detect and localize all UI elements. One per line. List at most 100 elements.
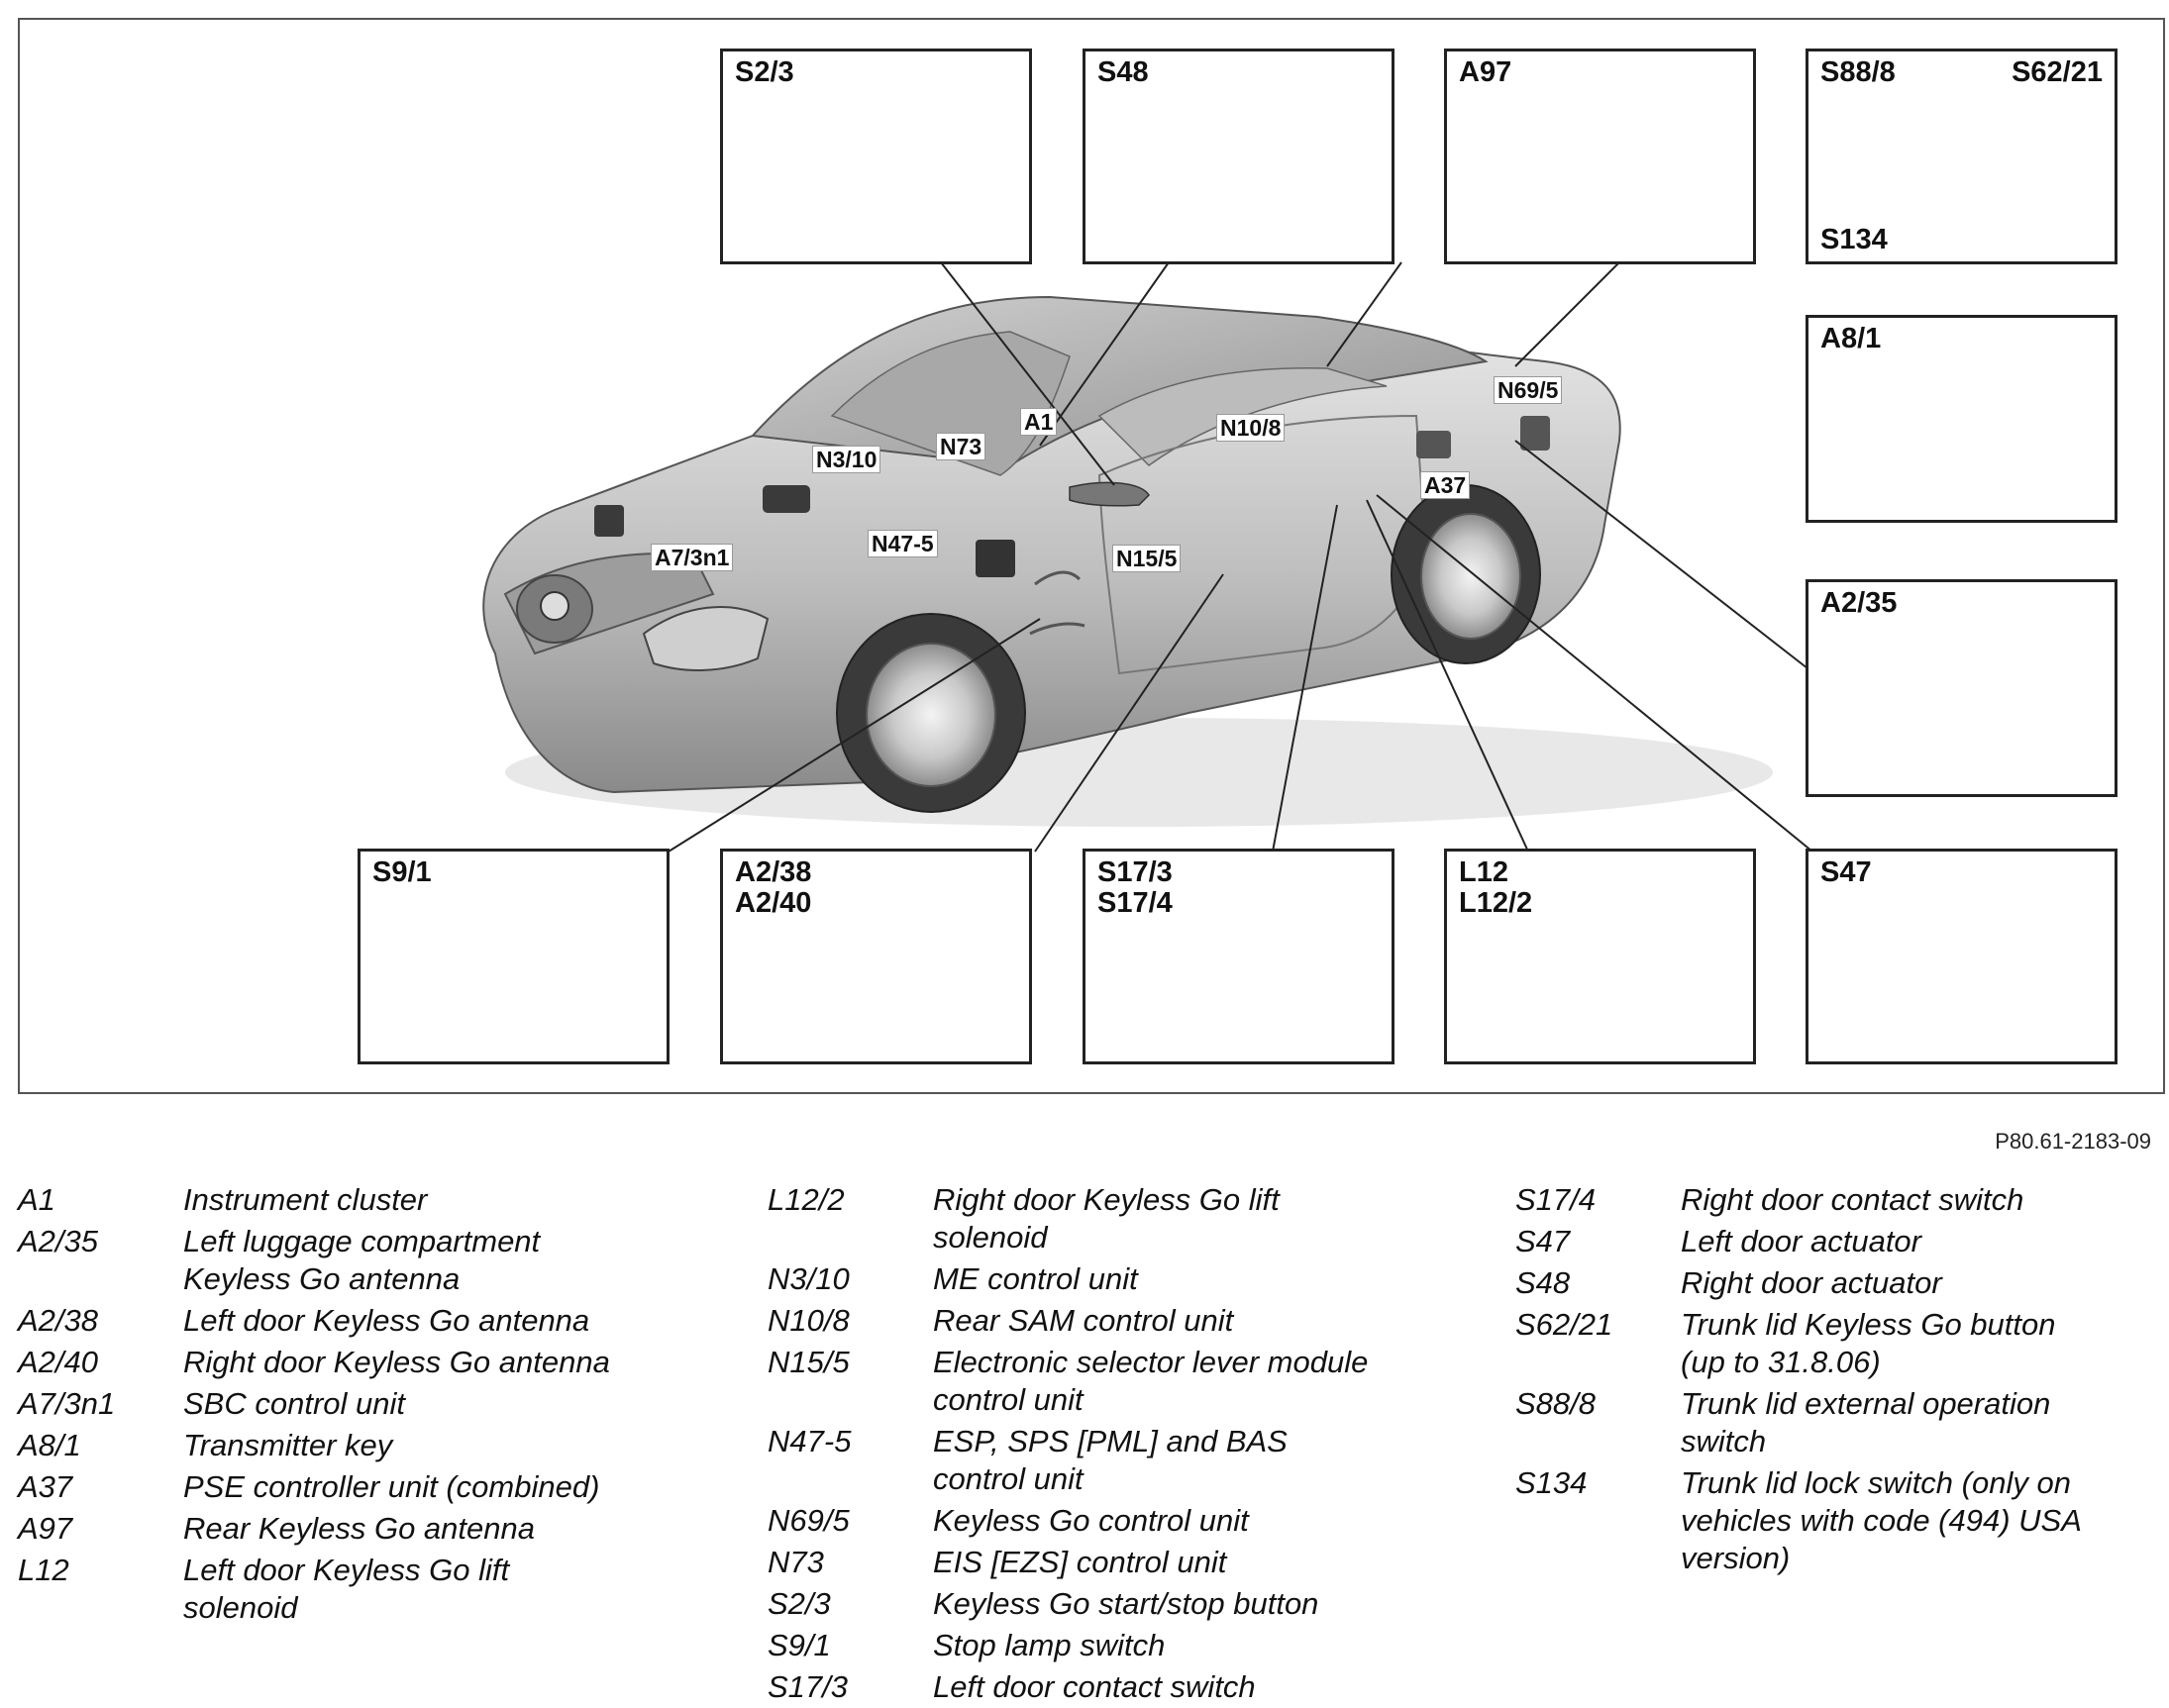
tag-a1: A1 [1020, 408, 1058, 436]
legend-row: N69/5 Keyless Go control unit [768, 1502, 1500, 1540]
legend-code: A2/35 [18, 1224, 99, 1258]
legend-row: N47-5 ESP, SPS [PML] and BAS control unit [768, 1423, 1500, 1498]
legend-code: S47 [1515, 1224, 1571, 1258]
component-box-a97: A97 [1444, 49, 1756, 264]
component-label: S2/3 [735, 56, 794, 88]
legend-code: S134 [1515, 1465, 1588, 1500]
component-label: S9/1 [372, 856, 432, 888]
component-label: S134 [1820, 224, 1888, 255]
legend-row: L12/2 Right door Keyless Go lift solenoid [768, 1181, 1500, 1256]
tag-a37: A37 [1420, 471, 1471, 499]
legend-row: N10/8 Rear SAM control unit [768, 1302, 1500, 1340]
tag-n69-5: N69/5 [1494, 376, 1563, 404]
legend-row: S2/3 Keyless Go start/stop button [768, 1585, 1500, 1623]
legend-code: A37 [18, 1469, 73, 1504]
legend-description: Keyless Go start/stop button [933, 1586, 1319, 1621]
component-label: S47 [1820, 856, 1872, 888]
legend-description: Electronic selector lever module control… [933, 1345, 1369, 1417]
legend-description: Left door contact switch [933, 1669, 1256, 1704]
legend-description: Right door Keyless Go antenna [183, 1345, 610, 1379]
legend-row: A2/40 Right door Keyless Go antenna [18, 1344, 731, 1381]
legend-code: A8/1 [18, 1428, 81, 1462]
legend-description: Trunk lid lock switch (only on vehicles … [1681, 1465, 2082, 1575]
legend-description: Left door Keyless Go lift solenoid [183, 1553, 510, 1625]
legend-code: N10/8 [768, 1303, 850, 1338]
legend-code: S17/3 [768, 1669, 849, 1704]
tag-n10-8: N10/8 [1216, 414, 1286, 442]
legend-description: Keyless Go control unit [933, 1503, 1249, 1538]
legend-row: S47 Left door actuator [1515, 1223, 2159, 1260]
legend-row: S88/8 Trunk lid external operation switch [1515, 1385, 2159, 1460]
component-label: A97 [1459, 56, 1512, 88]
legend-code: N69/5 [768, 1503, 850, 1538]
legend-description: Stop lamp switch [933, 1628, 1166, 1662]
legend-description: Right door Keyless Go lift solenoid [933, 1182, 1280, 1255]
legend-description: ME control unit [933, 1261, 1138, 1296]
component-box-l12-l12-2: L12 L12/2 [1444, 849, 1756, 1064]
legend-code: L12/2 [768, 1182, 845, 1217]
component-label: S48 [1097, 56, 1149, 88]
tag-n3-10: N3/10 [812, 446, 881, 473]
component-label: S17/3 S17/4 [1097, 856, 1173, 919]
component-label: A2/35 [1820, 587, 1898, 619]
tag-n47-5: N47-5 [868, 530, 938, 557]
legend-row: A37 PSE controller unit (combined) [18, 1468, 731, 1506]
component-box-a2-35: A2/35 [1806, 579, 2117, 797]
legend-description: Trunk lid Keyless Go button (up to 31.8.… [1681, 1307, 2056, 1379]
legend-description: EIS [EZS] control unit [933, 1545, 1227, 1579]
legend-code: N15/5 [768, 1345, 850, 1379]
legend-description: Right door contact switch [1681, 1182, 2024, 1217]
legend-description: Left luggage compartment Keyless Go ante… [183, 1224, 541, 1296]
component-box-a8-1: A8/1 [1806, 315, 2117, 523]
component-label: A2/38 A2/40 [735, 856, 812, 919]
legend-row: S17/4 Right door contact switch [1515, 1181, 2159, 1219]
legend-description: PSE controller unit (combined) [183, 1469, 600, 1504]
legend-description: Trunk lid external operation switch [1681, 1386, 2051, 1458]
legend-row: L12 Left door Keyless Go lift solenoid [18, 1552, 731, 1627]
legend-code: A2/40 [18, 1345, 99, 1379]
legend-code: S17/4 [1515, 1182, 1597, 1217]
tag-a7-3n1: A7/3n1 [651, 544, 734, 571]
legend-row: S9/1 Stop lamp switch [768, 1627, 1500, 1664]
legend-row: S134 Trunk lid lock switch (only on vehic… [1515, 1464, 2159, 1577]
legend-description: Rear SAM control unit [933, 1303, 1234, 1338]
component-box-s88-8-s62-21-s134: S88/8 S62/21 S134 [1806, 49, 2117, 264]
legend-description: Left door Keyless Go antenna [183, 1303, 590, 1338]
legend-code: A1 [18, 1182, 55, 1217]
legend-code: S2/3 [768, 1586, 831, 1621]
legend-description: Right door actuator [1681, 1265, 1942, 1300]
legend-description: Rear Keyless Go antenna [183, 1511, 535, 1546]
legend-code: A2/38 [18, 1303, 99, 1338]
component-box-s47: S47 [1806, 849, 2117, 1064]
legend-row: S17/3 Left door contact switch [768, 1668, 1500, 1706]
tag-n15-5: N15/5 [1112, 545, 1182, 572]
legend-row: A2/35 Left luggage compartment Keyless Go… [18, 1223, 731, 1298]
component-box-s17-3-s17-4: S17/3 S17/4 [1083, 849, 1394, 1064]
legend-code: N3/10 [768, 1261, 850, 1296]
legend-row: N15/5 Electronic selector lever module co… [768, 1344, 1500, 1419]
legend-code: S9/1 [768, 1628, 831, 1662]
legend-description: Transmitter key [183, 1428, 393, 1462]
legend-row: N3/10 ME control unit [768, 1260, 1500, 1298]
tag-n73: N73 [936, 433, 986, 460]
legend-description: Left door actuator [1681, 1224, 1921, 1258]
component-label: L12 L12/2 [1459, 856, 1533, 919]
component-box-a2-38-a2-40: A2/38 A2/40 [720, 849, 1032, 1064]
legend-code: S88/8 [1515, 1386, 1597, 1421]
legend-description: Instrument cluster [183, 1182, 428, 1217]
car-body [482, 295, 1773, 827]
legend-code: L12 [18, 1553, 69, 1587]
leader-lines [668, 232, 1813, 853]
legend-row: A2/38 Left door Keyless Go antenna [18, 1302, 731, 1340]
legend-column-2: L12/2 Right door Keyless Go lift solenoid… [768, 1181, 1500, 1706]
legend-description: ESP, SPS [PML] and BAS control unit [933, 1424, 1288, 1496]
component-box-s2-3: S2/3 [720, 49, 1032, 264]
legend-description: SBC control unit [183, 1386, 405, 1421]
legend-code: N47-5 [768, 1424, 852, 1458]
legend-row: A8/1 Transmitter key [18, 1427, 731, 1464]
